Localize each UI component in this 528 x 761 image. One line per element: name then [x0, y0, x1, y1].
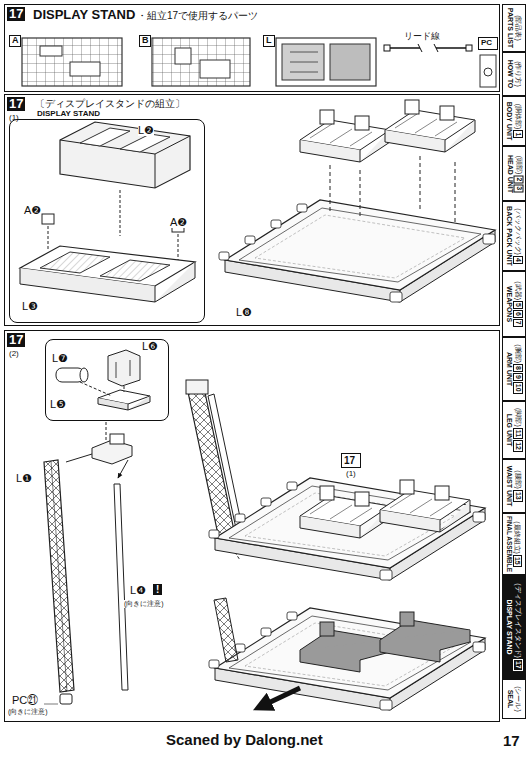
- step-number: 8: [513, 364, 523, 372]
- part-callout: A❷: [170, 216, 187, 228]
- tab-title: (シール): [514, 686, 522, 712]
- step-panel: 17(2)L❼L❻L❺17(1): [4, 330, 500, 722]
- part-callout: L❻: [142, 340, 158, 352]
- section-tab: (武器)567WEAPONS: [502, 271, 526, 337]
- tab-english: WEAPONS: [505, 286, 513, 322]
- section-tab: (最終組立)15FINAL ASSEMBLE: [502, 513, 526, 575]
- step-number: 17: [7, 7, 25, 21]
- heading-text: 〔ディスプレイスタンドの組立〕: [35, 98, 185, 109]
- caution-note: (向きに注意): [8, 708, 48, 716]
- step-number: 17: [7, 333, 25, 347]
- step-number: 1: [513, 130, 523, 138]
- tab-english: HEAD UNIT: [505, 154, 513, 192]
- section-tab: (頭部)23HEAD UNIT: [502, 146, 526, 201]
- page-number: 17: [503, 733, 520, 750]
- caution-icon: !: [153, 584, 162, 595]
- tab-title: (バックパック): [514, 208, 522, 255]
- heading-text: A: [12, 36, 19, 46]
- tab-english: HOW TO: [506, 60, 514, 89]
- section-tab: (腕部)8910ARM UNIT: [502, 337, 526, 401]
- section-tab: (脚部)1112LEG UNIT: [502, 401, 526, 459]
- tab-english: ARM UNIT: [505, 352, 513, 386]
- heading-text: (1): [346, 470, 356, 479]
- runner-letter-box: PC: [478, 37, 498, 50]
- step-number: 5: [513, 301, 523, 309]
- section-tab: (作り方)HOW TO: [502, 52, 526, 96]
- tab-english: LEG UNIT: [505, 414, 513, 447]
- heading-text: 17: [344, 455, 355, 466]
- step-number: 17: [7, 97, 25, 111]
- part-callout: A❷: [24, 204, 41, 216]
- step-number: 10: [513, 382, 523, 394]
- inset-box: L❷ A❷ A❷ L❸: [9, 119, 205, 323]
- tab-title: (最終組立): [514, 521, 522, 554]
- runner-letter-box: L: [263, 35, 275, 47]
- heading-text: L: [266, 36, 272, 46]
- tab-title: (作り方): [514, 61, 522, 87]
- tab-english: BACK PACK UNIT: [505, 206, 513, 266]
- part-callout: L❽: [236, 306, 252, 318]
- part-callout: L❷: [138, 124, 154, 136]
- runner-letter-box: A: [9, 35, 21, 47]
- tab-title: (頭部): [514, 155, 522, 174]
- caution-note: (向きに注意): [124, 600, 164, 608]
- section-tab: (腰部)13WAIST UNIT: [502, 459, 526, 513]
- tab-english: SEAL: [506, 690, 514, 709]
- section-tab: (胴体部)1BODY UNIT: [502, 96, 526, 146]
- tab-english: FINAL ASSEMBLE: [506, 516, 513, 572]
- heading-text: B: [142, 36, 149, 46]
- tab-english: PARTS LIST: [506, 8, 514, 48]
- tab-english: WAIST UNIT: [505, 466, 513, 506]
- part-callout: L❹: [130, 584, 146, 596]
- tab-title: (腕部): [514, 344, 522, 363]
- step-panel: 17(1)〔ディスプレイスタンドの組立〕DISPLAY STANDL❷A❷A❷L…: [4, 94, 500, 326]
- watermark: Scaned by Dalong.net: [166, 732, 323, 749]
- part-callout: L❺: [50, 398, 66, 410]
- step-number: 2: [513, 175, 523, 183]
- step-number: 7: [513, 319, 523, 327]
- tab-title: (ディスプレイスタンド): [514, 583, 522, 658]
- tab-title: (胴体部): [514, 104, 522, 130]
- tab-english: BODY UNIT: [505, 102, 513, 140]
- step-number: 3: [513, 184, 523, 192]
- section-tab: (ディスプレイスタンド)17DISPLAY STAND: [502, 575, 526, 679]
- step-number: 12: [513, 440, 523, 452]
- heading-text: DISPLAY STAND: [37, 110, 100, 119]
- part-callout: L❼: [52, 352, 68, 364]
- step-number: 6: [513, 310, 523, 318]
- step-panel: 17 DISPLAY STAND・組立17で使用するパーツ A B L PC: [4, 4, 500, 92]
- heading-text: DISPLAY STAND: [33, 8, 135, 22]
- section-tab: (シール)SEAL: [502, 679, 526, 719]
- heading-text: ・組立17で使用するパーツ: [137, 10, 258, 21]
- tab-title: (腰部): [514, 470, 522, 489]
- step-number: 15: [513, 555, 523, 567]
- step-number: 17: [513, 659, 523, 671]
- part-callout: PC㉑: [12, 694, 38, 706]
- runner-letter-box: B: [139, 35, 151, 47]
- part-callout: L❶: [16, 472, 32, 484]
- part-callout: L❸: [22, 300, 38, 312]
- heading-text: PC: [481, 39, 492, 48]
- heading-text: (2): [9, 350, 19, 359]
- tab-title: (武器): [514, 281, 522, 300]
- section-tab: (バックパック)4BACK PACK UNIT: [502, 201, 526, 271]
- inset-box: L❼ L❻ L❺: [45, 339, 169, 421]
- tab-title: (部品表): [514, 15, 522, 41]
- runner-letter-box: 17(1): [341, 453, 361, 468]
- part-callout: リード線: [404, 32, 440, 42]
- step-number: 4: [513, 256, 523, 264]
- step-number: 11: [513, 428, 523, 439]
- step-number: 9: [513, 373, 523, 381]
- tab-english: DISPLAY STAND: [505, 599, 513, 654]
- section-tab: (部品表)PARTS LIST: [502, 4, 526, 52]
- tab-title: (脚部): [514, 408, 522, 427]
- step-number: 13: [513, 490, 523, 502]
